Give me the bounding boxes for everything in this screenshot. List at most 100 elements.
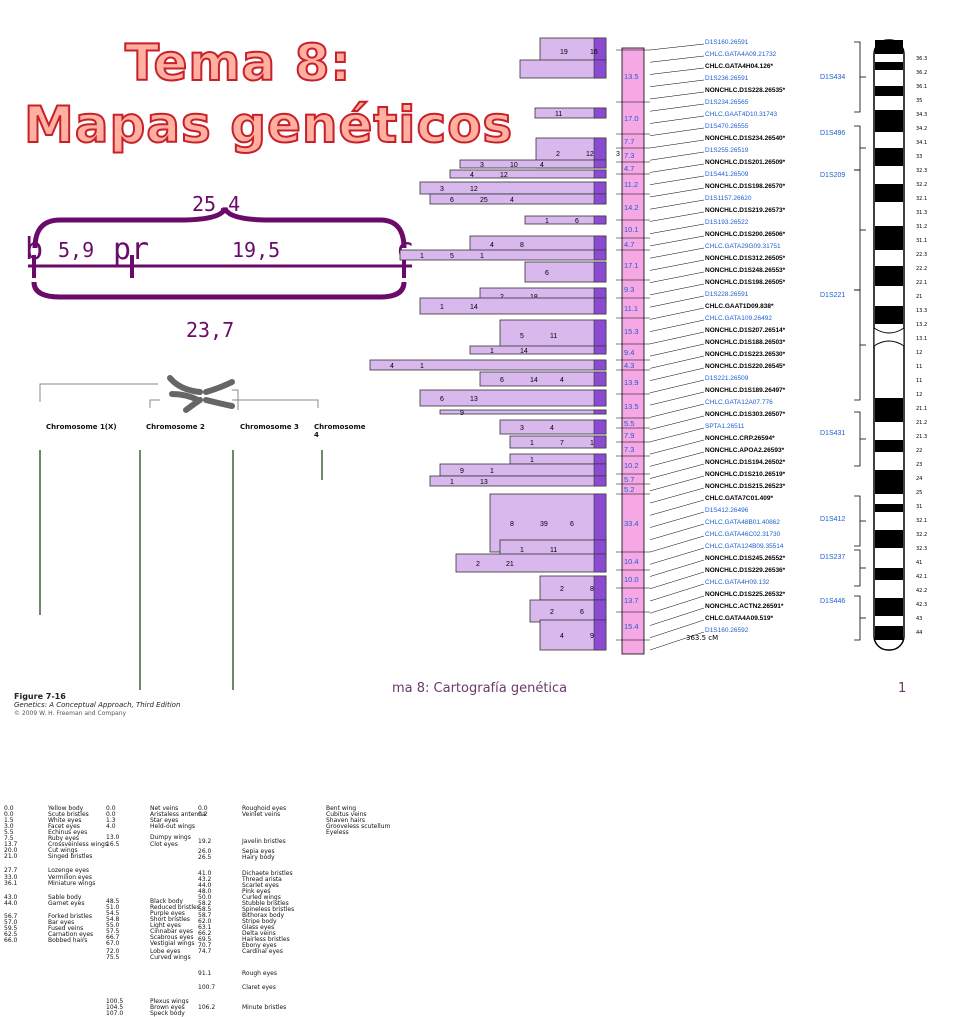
bar-value: 16	[590, 49, 598, 56]
fan-line	[649, 283, 705, 296]
genetic-marker: CHLC.GATA7C01.409*	[705, 495, 774, 502]
genetic-marker: NONCHLC.D1S303.26507*	[705, 411, 786, 418]
ideogram-band	[875, 398, 903, 422]
band-label: 32.2	[916, 182, 928, 188]
ideogram-band	[875, 530, 903, 548]
bar-value: 14	[470, 304, 478, 311]
recombination-bar	[509, 453, 607, 465]
bar-value: 6	[545, 270, 549, 277]
bar-value: 9	[590, 633, 594, 640]
gene-position: 19.2	[198, 838, 212, 845]
recombination-bar	[519, 59, 607, 79]
band-label: 21.3	[916, 434, 928, 440]
cm-value: 13.5	[624, 72, 639, 81]
gene-name: Claret eyes	[242, 984, 276, 991]
gene-name: Bobbed hairs	[48, 937, 88, 944]
bar-value: 4	[560, 633, 564, 640]
figure-copyright: © 2009 W. H. Freeman and Company	[14, 710, 127, 717]
cm-value: 7.3	[624, 445, 634, 454]
cm-value: 5.2	[624, 485, 634, 494]
ideogram-band	[875, 62, 903, 70]
genetic-marker: NONCHLC.D1S312.26505*	[705, 255, 786, 262]
genetic-marker: NONCHLC.D1S228.26535*	[705, 87, 786, 94]
gene-position: 4.0	[106, 823, 116, 830]
bar-value: 4	[490, 242, 494, 249]
distance-pr-c: 19,5	[232, 238, 281, 262]
genetic-marker: NONCHLC.D1S248.26553*	[705, 267, 786, 274]
chr2-title: Chromosome 2	[146, 423, 205, 431]
band-label: 32.3	[916, 168, 928, 174]
cm-value: 15.3	[624, 327, 639, 336]
gene-name: Clot eyes	[150, 841, 178, 848]
bar-value: 4	[510, 197, 514, 204]
genetic-marker: D1S412.26496	[705, 507, 749, 514]
recombination-bar-end	[593, 249, 607, 261]
bar-value: 3	[440, 186, 444, 193]
fan-line	[649, 223, 705, 234]
bar-value: 1	[520, 547, 524, 554]
marker-bracket	[854, 41, 861, 113]
linkage-brace-bottom	[31, 281, 407, 300]
slide-title-line1: Tema 8:	[124, 33, 352, 93]
band-label: 13.1	[916, 336, 928, 342]
band-label: 36.1	[916, 84, 928, 90]
genetic-marker: NONCHLC.D1S200.26506*	[705, 231, 786, 238]
band-label: 36.2	[916, 70, 928, 76]
locus-label: D1S431	[820, 430, 846, 437]
gene-name: Miniature wings	[48, 880, 96, 887]
recombination-bar	[479, 371, 607, 387]
fan-line	[649, 583, 705, 602]
gene-position: 107.0	[106, 1010, 124, 1017]
fan-line	[649, 463, 705, 479]
fan-line	[649, 571, 705, 590]
genetic-marker: SPTA1.26511	[705, 423, 745, 430]
band-label: 43	[916, 616, 923, 622]
recombination-bar	[429, 193, 607, 205]
cm-value: 5.7	[624, 475, 634, 484]
chr1-title: Chromosome 1(X)	[46, 423, 117, 431]
locus-label: D1S496	[820, 130, 846, 137]
fan-line	[649, 619, 705, 638]
cm-value: 4.3	[624, 361, 634, 370]
ideogram-band	[875, 504, 903, 512]
bar-value: 6	[440, 396, 444, 403]
gene-position: 91.1	[198, 970, 212, 977]
locus-label: D1S237	[820, 554, 846, 561]
fan-line	[649, 319, 705, 332]
genetic-marker: CHLC.GATA46C02.31730	[705, 531, 781, 538]
fan-line	[649, 55, 705, 63]
gene-position: 44.0	[4, 900, 18, 907]
bar-value: 8	[520, 242, 524, 249]
chromosome-cartoon	[167, 375, 235, 413]
recombination-bar	[399, 249, 607, 261]
bar-value: 6	[580, 609, 584, 616]
fan-line	[649, 631, 705, 651]
marker-bracket	[854, 595, 861, 641]
band-label: 41	[916, 560, 923, 566]
fan-line	[649, 307, 705, 320]
page-number: 1	[898, 681, 907, 696]
genetic-marker: NONCHLC.D1S234.26540*	[705, 135, 786, 142]
gene-pr-label: pr	[113, 232, 150, 267]
genetic-marker: NONCHLC.APOA2.26593*	[705, 447, 785, 454]
linkage-map: 25,4 b 5,9 pr 19,5 c 23,7	[0, 0, 440, 360]
gene-name: Veinlet veins	[242, 811, 281, 818]
band-label: 33	[916, 154, 923, 160]
ideogram-band	[875, 40, 903, 54]
cm-value: 13.5	[624, 402, 639, 411]
fan-line	[649, 199, 705, 210]
fan-line	[649, 175, 705, 185]
bar-value: 6	[575, 218, 579, 225]
fan-line	[649, 439, 705, 455]
fan-line	[649, 595, 705, 614]
marker-bracket	[854, 549, 861, 587]
figure-book: Genetics: A Conceptual Approach, Third E…	[14, 701, 181, 709]
gene-position: 36.1	[4, 880, 18, 887]
genetic-marker: CHLC.GATA4H09.132	[705, 579, 770, 586]
band-label: 42.2	[916, 588, 928, 594]
cm-value: 7.3	[624, 151, 634, 160]
fan-line	[649, 115, 705, 124]
fan-line	[649, 79, 705, 87]
bar-value: 1	[545, 218, 549, 225]
